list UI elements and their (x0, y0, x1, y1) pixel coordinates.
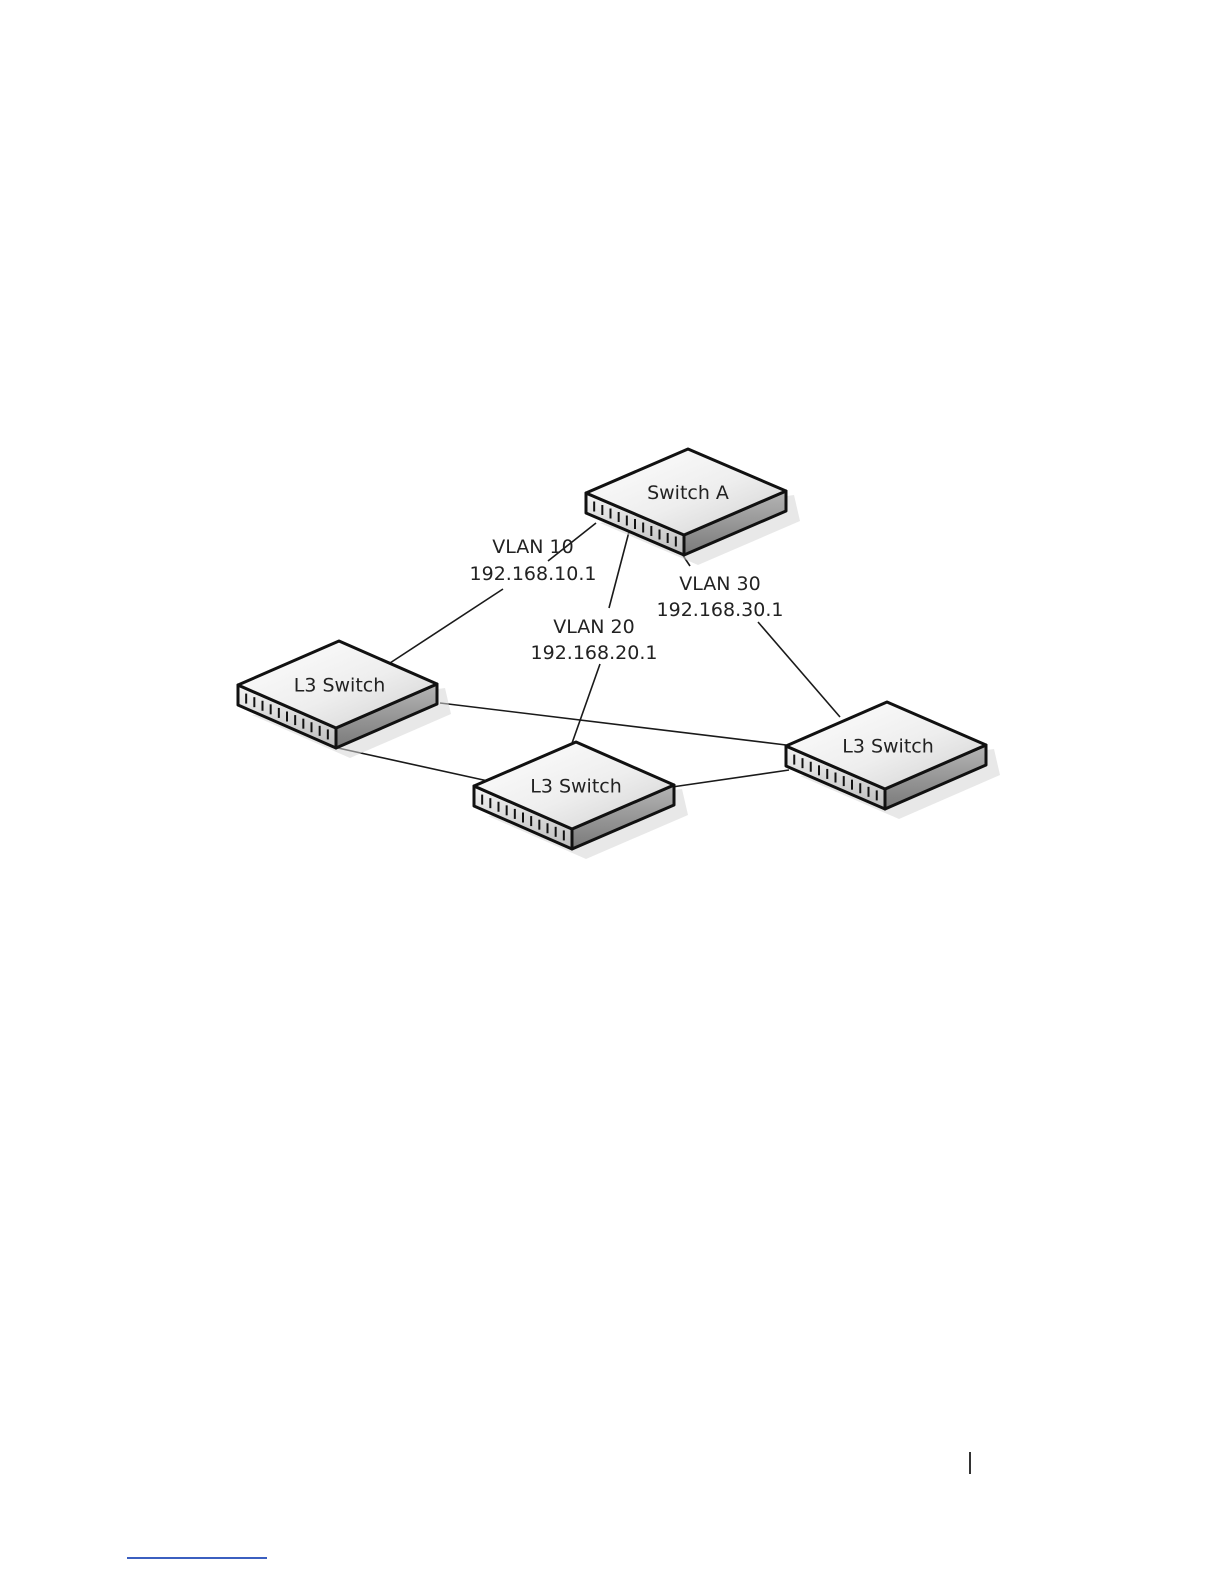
switch-label: L3 Switch (294, 675, 386, 697)
footer-link-underline (127, 1557, 267, 1559)
switch-label: L3 Switch (842, 736, 934, 758)
vlan30-label: VLAN 30 (679, 573, 760, 595)
vlan20-label: VLAN 20 (553, 616, 634, 638)
link-middle-right (672, 770, 789, 787)
switch-label: L3 Switch (530, 776, 622, 798)
switch-l3-left: L3 Switch (238, 641, 451, 758)
link-labels-layer: VLAN 10 192.168.10.1 VLAN 20 192.168.20.… (470, 536, 784, 664)
link-vlan10-lower (390, 589, 503, 663)
link-vlan20 (609, 528, 630, 608)
vlan30-ip-label: 192.168.30.1 (657, 599, 784, 621)
link-left-right (440, 703, 786, 745)
page-number-rule (969, 1452, 971, 1474)
switch-switch-a: Switch A (586, 449, 800, 565)
switch-l3-middle: L3 Switch (474, 742, 688, 859)
switch-label: Switch A (647, 482, 729, 504)
switch-l3-right: L3 Switch (786, 702, 1000, 819)
link-vlan30-lower (758, 622, 840, 717)
vlan10-ip-label: 192.168.10.1 (470, 563, 597, 585)
vlan10-label: VLAN 10 (492, 536, 573, 558)
vlan20-ip-label: 192.168.20.1 (531, 642, 658, 664)
link-vlan20-lower (571, 664, 600, 746)
